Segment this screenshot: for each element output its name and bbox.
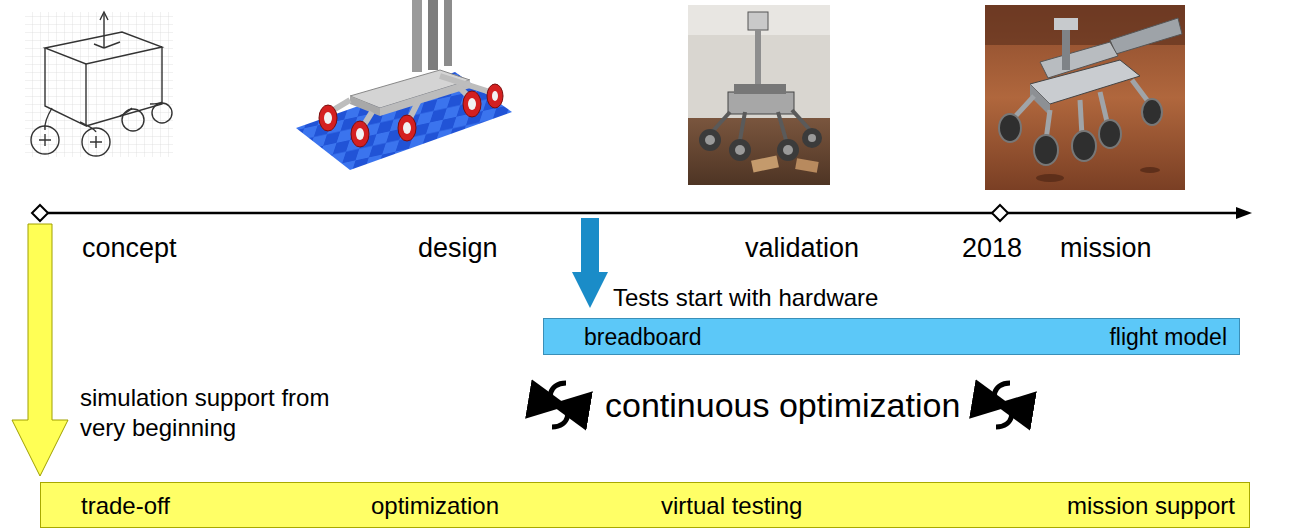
- year-label: 2018: [962, 232, 1022, 266]
- mars-render: [985, 5, 1185, 190]
- cycle-label: continuous optimization: [605, 384, 960, 427]
- simulation-arrow: [12, 224, 68, 476]
- note-label: simulation support from very beginning: [80, 383, 370, 443]
- phase-label: validation: [745, 232, 859, 266]
- cad-model: [296, 0, 512, 170]
- simulation-band: trade-off optimization virtual testing miss…: [40, 482, 1250, 528]
- band-text: optimization: [371, 492, 499, 520]
- phase-label: design: [418, 232, 498, 266]
- timeline: [32, 205, 1252, 221]
- hardware-arrow: [572, 218, 608, 308]
- phase-label: mission: [1060, 232, 1152, 266]
- cycle-icon: [550, 383, 1011, 427]
- concept-sketch: [25, 12, 173, 157]
- phase-label: concept: [82, 232, 177, 266]
- breadboard-photo: [688, 5, 830, 185]
- hardware-band: Tests start with hardwarebreadboardfligh…: [543, 318, 1240, 355]
- band-text: virtual testing: [661, 492, 802, 520]
- band-text: mission support: [1067, 492, 1235, 520]
- band-heading: Tests start with hardware: [613, 284, 878, 312]
- band-text: breadboard: [584, 324, 702, 350]
- band-text: trade-off: [81, 492, 170, 520]
- band-text: flight model: [1109, 324, 1227, 350]
